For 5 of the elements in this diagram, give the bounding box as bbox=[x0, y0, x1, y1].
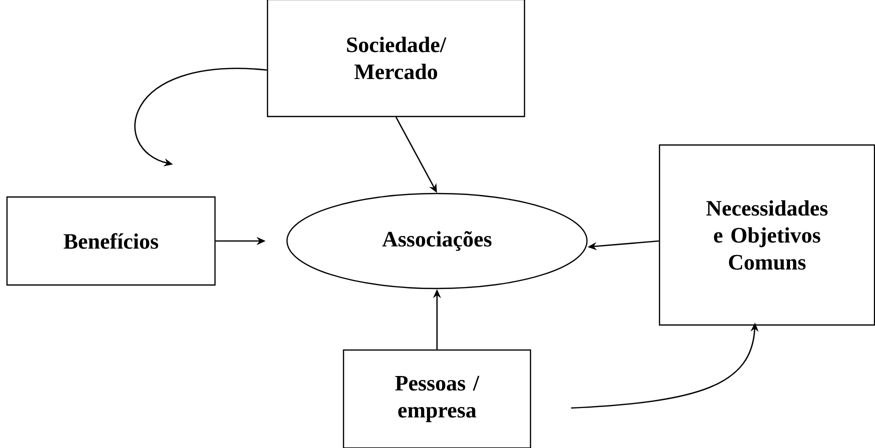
text-box: Pessoas / empresa bbox=[342, 349, 532, 448]
text-box: Benefícios bbox=[6, 196, 216, 286]
text-box: Sociedade/ Mercado bbox=[266, 0, 526, 118]
text-box: Necessidades e Objetivos Comuns bbox=[658, 144, 875, 326]
ellipse-node: Associações bbox=[286, 192, 588, 290]
